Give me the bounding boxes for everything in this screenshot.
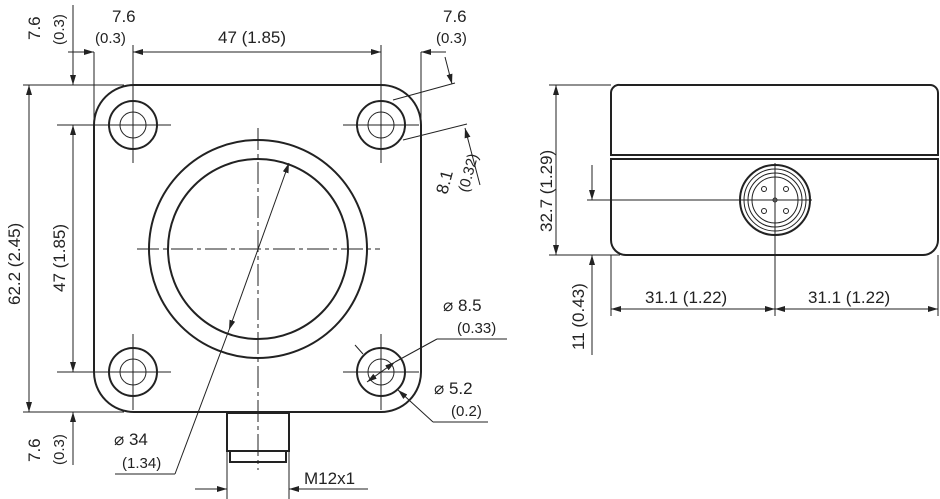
diagonal-mm: 8.1	[433, 168, 457, 196]
bottom-offset-in: (0.3)	[51, 434, 68, 465]
inner-hole-in: (0.2)	[451, 403, 482, 420]
front-view: 7.6 (0.3) 47 (1.85) 7.6 (0.3) 7.6 (0.3) …	[5, 5, 507, 499]
hole-spacing-label: 47 (1.85)	[50, 224, 69, 292]
top-left-margin-mm: 7.6	[112, 7, 136, 26]
bottom-offset-mm: 7.6	[25, 438, 44, 462]
inner-hole-mm: ⌀ 5.2	[434, 379, 473, 398]
connector-thread-label: M12x1	[304, 469, 355, 488]
top-right-margin-mm: 7.6	[443, 7, 467, 26]
mounting-plate	[93, 84, 422, 413]
housing-bottom	[610, 158, 939, 256]
top-offset-in: (0.3)	[51, 14, 68, 45]
top-left-margin-in: (0.3)	[95, 30, 126, 47]
left-half-label: 31.1 (1.22)	[645, 288, 727, 307]
total-height-label: 62.2 (2.45)	[5, 223, 24, 305]
side-height-label: 32.7 (1.29)	[537, 150, 556, 232]
right-half-label: 31.1 (1.22)	[808, 288, 890, 307]
housing-top	[609, 83, 939, 156]
m12-connector	[226, 412, 290, 463]
top-offset-mm: 7.6	[25, 16, 44, 40]
top-right-margin-in: (0.3)	[436, 30, 467, 47]
outer-hole-in: (0.33)	[457, 320, 496, 337]
connector-height-label: 11 (0.43)	[569, 283, 588, 350]
sensing-face-mm: ⌀ 34	[114, 430, 148, 449]
sensing-face-in: (1.34)	[122, 455, 161, 472]
outer-hole-mm: ⌀ 8.5	[443, 296, 482, 315]
diagonal-in: (0.32)	[455, 152, 482, 194]
side-view: 32.7 (1.29) 11 (0.43) 31.1 (1.22) 31.1 (…	[537, 83, 939, 355]
top-width-label: 47 (1.85)	[218, 28, 286, 47]
mounting-holes	[95, 87, 419, 410]
